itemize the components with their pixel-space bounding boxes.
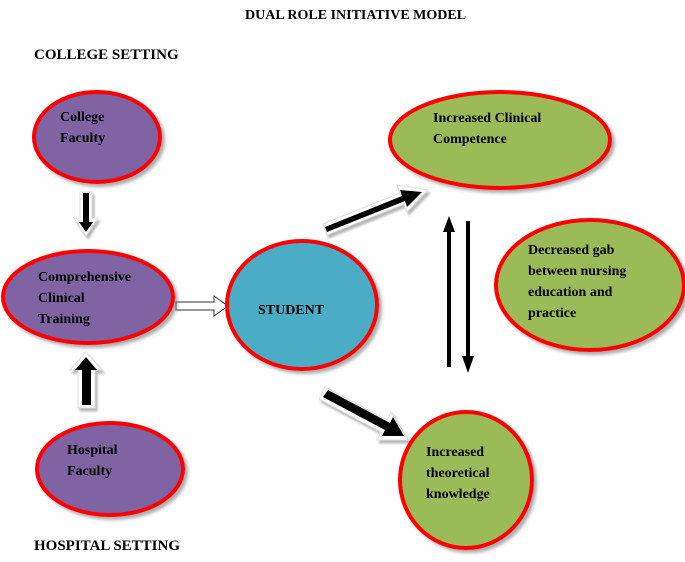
arrow-competence-to-knowledge (462, 221, 474, 373)
node-college-faculty[interactable] (32, 90, 162, 184)
arrow-college-to-training (73, 191, 99, 237)
student-label: STUDENT (258, 300, 324, 321)
label-line: STUDENT (258, 303, 325, 318)
decreased-gap-label: Decreased gab between nursing education … (528, 240, 626, 324)
arrow-student-to-knowledge (318, 386, 409, 441)
hospital-setting-label: HOSPITAL SETTING (34, 538, 181, 554)
college-setting-label: COLLEGE SETTING (34, 47, 179, 63)
label-line: practice (528, 306, 577, 321)
label-line: theoretical (426, 466, 490, 481)
label-line: Increased (426, 445, 485, 460)
label-line: between nursing (528, 264, 627, 279)
node-clinical-competence[interactable] (388, 90, 612, 190)
node-hospital-faculty[interactable] (35, 421, 185, 517)
node-clinical-training[interactable] (1, 249, 175, 345)
label-line: College (60, 110, 105, 125)
label-line: Training (38, 312, 90, 327)
college-faculty-label: College Faculty (60, 107, 105, 149)
arrow-knowledge-to-competence (443, 216, 455, 367)
arrow-student-to-competence (322, 184, 430, 236)
arrow-training-to-student (175, 295, 229, 317)
theoretical-knowledge-label: Increased theoretical knowledge (426, 442, 490, 505)
arrow-hospital-to-training (68, 351, 104, 409)
label-line: Increased Clinical (433, 111, 542, 126)
label-line: Faculty (60, 131, 106, 146)
label-line: knowledge (426, 487, 490, 502)
label-line: Faculty (67, 464, 113, 479)
label-line: education and (528, 285, 613, 300)
node-theoretical-knowledge[interactable] (398, 410, 534, 550)
label-line: Comprehensive (38, 270, 132, 285)
clinical-competence-label: Increased Clinical Competence (433, 108, 541, 150)
label-line: Decreased gab (528, 243, 615, 258)
label-line: Competence (433, 132, 507, 147)
node-student[interactable] (225, 239, 379, 371)
label-line: Clinical (38, 291, 85, 306)
label-line: Hospital (67, 443, 118, 458)
clinical-training-label: Comprehensive Clinical Training (38, 267, 131, 330)
node-decreased-gap[interactable] (494, 218, 685, 352)
diagram-title: DUAL ROLE INITIATIVE MODEL (245, 8, 467, 23)
hospital-faculty-label: Hospital Faculty (67, 440, 118, 482)
